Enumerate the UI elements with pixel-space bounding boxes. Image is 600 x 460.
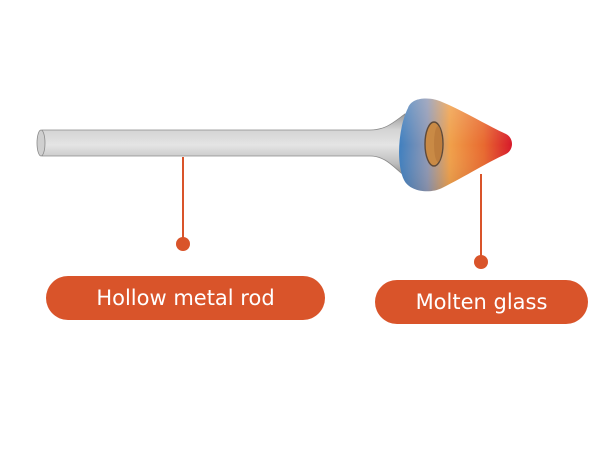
blowpipe-rod-icon <box>36 113 406 177</box>
label-molten-glass: Molten glass <box>375 280 588 324</box>
glass-leader <box>474 174 488 269</box>
rod-leader <box>176 157 190 251</box>
label-hollow-metal-rod: Hollow metal rod <box>46 276 325 320</box>
molten-glass-gob-icon <box>399 98 512 192</box>
